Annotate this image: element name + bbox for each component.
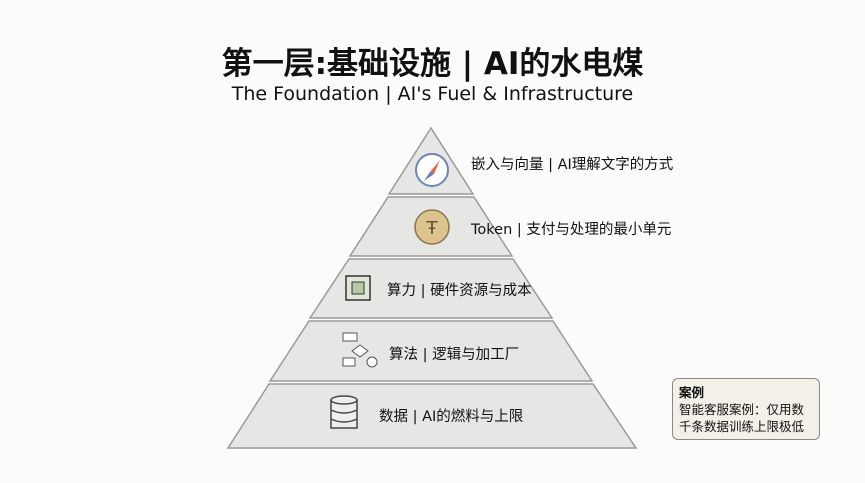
layer-label-compute: 算力 | 硬件资源与成本 [387,283,532,299]
note-line: 智能客服案例：仅用数 [679,402,805,417]
flowchart-icon [342,332,378,368]
svg-text:Ŧ: Ŧ [426,218,439,239]
coin-icon: Ŧ [414,209,450,245]
page-subtitle: The Foundation | AI's Fuel & Infrastruct… [231,83,634,105]
pyramid-layer-3 [308,258,554,319]
page-title: 第一层:基础设施 | AI的水电煤 [221,46,644,82]
layer-label-data: 数据 | AI的燃料与上限 [379,409,524,425]
layer-label-algorithm: 算法 | 逻辑与加工厂 [389,347,520,363]
layer-label-embeddings: 嵌入与向量 | AI理解文字的方式 [471,157,674,173]
case-note: 案例 智能客服案例：仅用数 千条数据训练上限极低 [672,378,820,440]
note-line: 千条数据训练上限极低 [679,419,805,434]
compass-icon [415,153,449,187]
database-icon [330,395,358,429]
chip-icon [345,275,371,301]
note-title: 案例 [679,385,705,400]
layer-label-token: Token | 支付与处理的最小单元 [471,222,672,238]
pyramid-layer-5 [226,383,638,449]
